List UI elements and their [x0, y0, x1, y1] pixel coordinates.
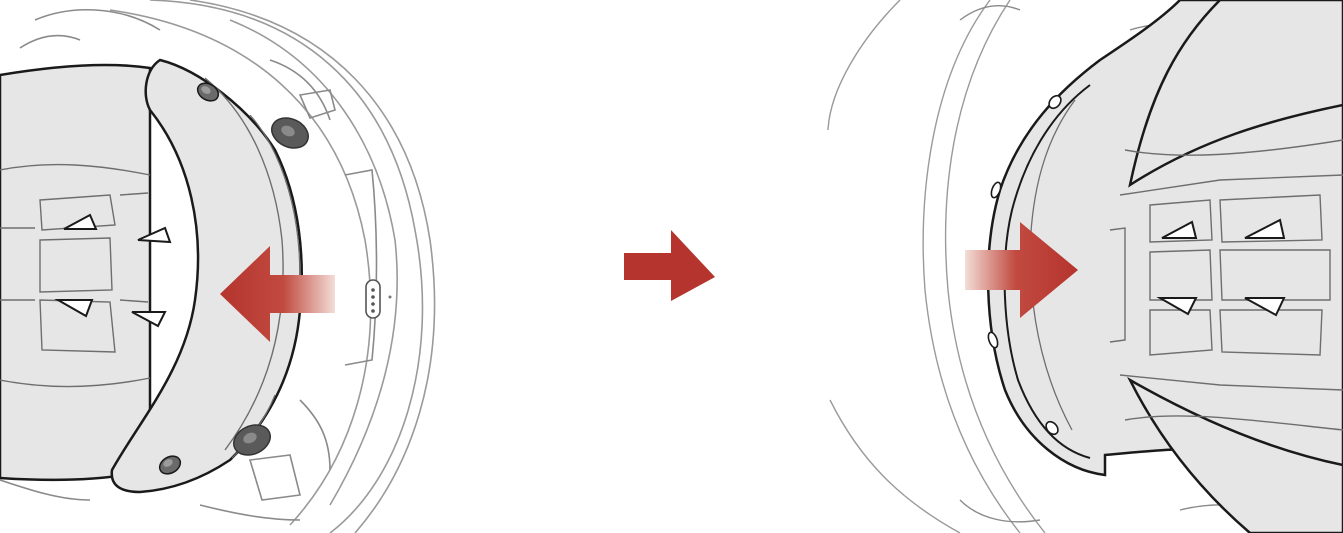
left-panel — [0, 0, 435, 533]
shell-port-icon — [366, 280, 392, 318]
arrow-right-icon — [624, 230, 715, 301]
right-panel — [828, 0, 1343, 533]
